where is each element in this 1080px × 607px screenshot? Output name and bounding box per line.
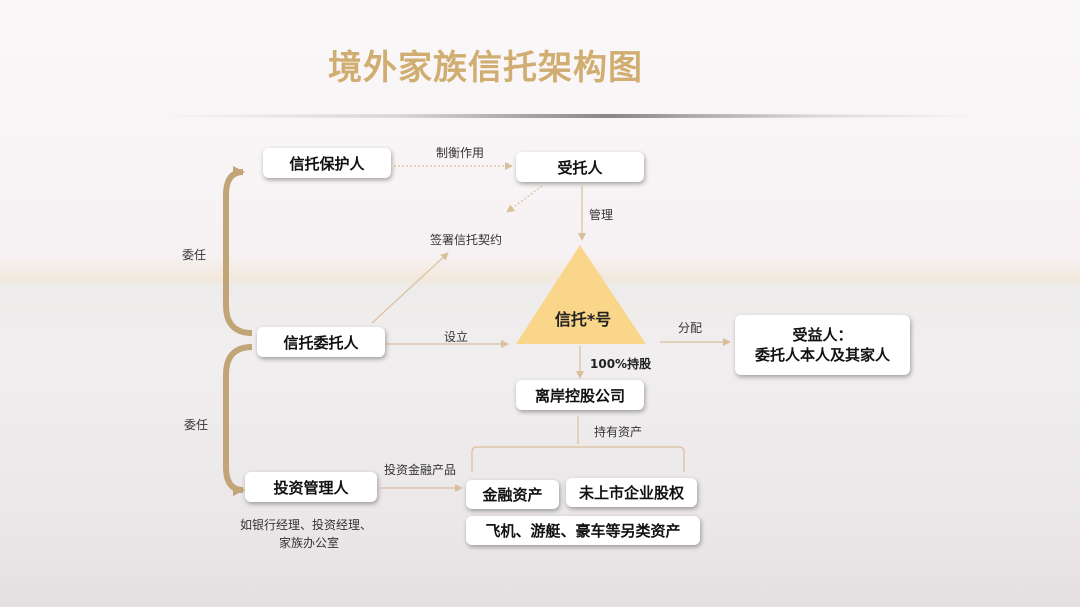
- settlor-node: 信托委托人: [257, 327, 385, 357]
- page-title: 境外家族信托架构图: [328, 48, 643, 88]
- beneficiary-detail: 委托人本人及其家人: [754, 346, 890, 364]
- financial-assets-node: 金融资产: [466, 480, 559, 509]
- beneficiary-title: 受益人：: [792, 326, 853, 344]
- entrust-label-top: 委任: [182, 248, 207, 262]
- im-examples-line1: 如银行经理、投资经理、: [240, 518, 373, 532]
- establish-label: 设立: [444, 330, 469, 344]
- entrust-bracket-top: [223, 166, 253, 336]
- trust-label: 信托*号: [554, 310, 612, 329]
- assets-bracket: [471, 446, 685, 472]
- trustee-settlor-dashed: [506, 185, 543, 213]
- trust-triangle: [516, 245, 646, 344]
- trustee-node: 受托人: [516, 152, 644, 182]
- sign-contract-label: 签署信托契约: [430, 233, 503, 247]
- alternative-assets-node: 飞机、游艇、豪车等另类资产: [466, 516, 700, 545]
- entrust-label-bottom: 委任: [184, 418, 209, 432]
- checks-label: 制衡作用: [436, 146, 485, 160]
- title-divider: [150, 114, 985, 118]
- invest-products-label: 投资金融产品: [384, 463, 457, 477]
- distribute-label: 分配: [678, 321, 703, 335]
- manage-label: 管理: [589, 208, 614, 222]
- entrust-bracket-bottom: [223, 344, 253, 496]
- im-examples-line2: 家族办公室: [279, 536, 340, 550]
- unlisted-equity-node: 未上市企业股权: [566, 478, 697, 507]
- sign-contract-arrow: [371, 252, 449, 324]
- beneficiary-node: 受益人： 委托人本人及其家人: [735, 315, 910, 375]
- protector-node: 信托保护人: [263, 148, 391, 178]
- hold-100-label: 100%持股: [590, 357, 652, 371]
- investment-manager-node: 投资管理人: [245, 472, 377, 502]
- hold-assets-label: 持有资产: [594, 425, 643, 439]
- holding-company-node: 离岸控股公司: [516, 380, 644, 410]
